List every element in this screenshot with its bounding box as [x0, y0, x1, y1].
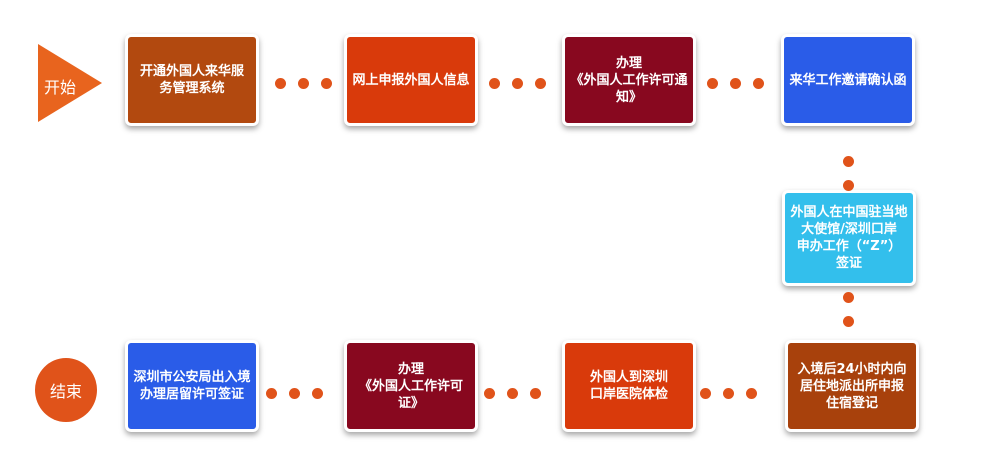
connector-dot [730, 78, 741, 89]
connector-dot [707, 78, 718, 89]
step-8-work-permit: 办理 《外国人工作许可证》 [344, 340, 478, 432]
connector-dot [746, 388, 757, 399]
step-5-z-visa: 外国人在中国驻当地 大使馆/深圳口岸 申办工作（“Z”） 签证 [782, 190, 916, 286]
connector-dot [289, 388, 300, 399]
connector-dot [298, 78, 309, 89]
connector-dot [266, 388, 277, 399]
connector-dot [843, 316, 854, 327]
step-6-residence-registration: 入境后24小时内向 居住地派出所申报 住宿登记 [785, 340, 919, 432]
connector-dot [535, 78, 546, 89]
connector-dot [753, 78, 764, 89]
connector-dot [321, 78, 332, 89]
connector-dot [489, 78, 500, 89]
step-4-invitation-letter: 来华工作邀请确认函 [781, 34, 915, 126]
start-arrow-shape [38, 44, 102, 122]
step-2-online-report: 网上申报外国人信息 [344, 34, 478, 126]
step-3-work-permit-notice: 办理 《外国人工作许可通知》 [562, 34, 696, 126]
connector-dot [530, 388, 541, 399]
connector-dot [843, 156, 854, 167]
start-label: 开始 [44, 78, 77, 97]
connector-dot [723, 388, 734, 399]
connector-dot [484, 388, 495, 399]
step-1-open-system: 开通外国人来华服 务管理系统 [125, 34, 259, 126]
connector-dot [843, 292, 854, 303]
step-7-medical-check: 外国人到深圳 口岸医院体检 [562, 340, 696, 432]
connector-dot [312, 388, 323, 399]
connector-dot [700, 388, 711, 399]
connector-dot [275, 78, 286, 89]
end-circle: 结束 [35, 358, 97, 422]
connector-dot [843, 180, 854, 191]
step-9-residence-permit: 深圳市公安局出入境 办理居留许可签证 [125, 340, 259, 432]
connector-dot [512, 78, 523, 89]
connector-dot [507, 388, 518, 399]
